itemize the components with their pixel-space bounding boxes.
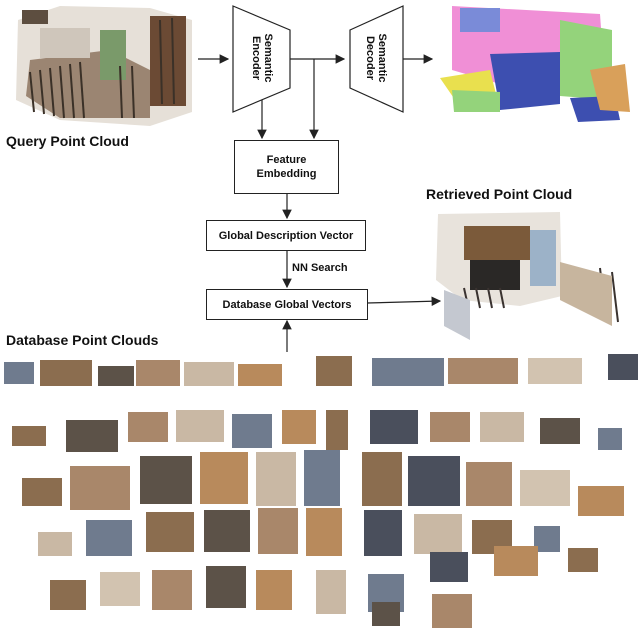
retrieved-point-cloud-image [436, 212, 619, 340]
arrow-database-to-retrieved [366, 296, 442, 307]
database-global-vectors-box: Database Global Vectors [206, 289, 368, 320]
semantic-encoder-label: Semantic Encoder [250, 33, 274, 83]
database-point-clouds-grid [12, 410, 624, 628]
segmented-point-cloud-image [440, 6, 630, 122]
semantic-decoder-label: Semantic Decoder [364, 33, 388, 83]
query-point-cloud-image [16, 6, 192, 126]
nn-search-label: NN Search [292, 262, 348, 274]
retrieved-point-cloud-caption: Retrieved Point Cloud [426, 186, 573, 202]
global-description-vector-box: Global Description Vector [206, 220, 366, 251]
database-point-clouds-strip [4, 354, 638, 386]
semantic-encoder-shape [232, 5, 291, 113]
database-point-clouds-caption: Database Point Clouds [6, 332, 159, 348]
feature-embedding-box: Feature Embedding [234, 140, 339, 194]
semantic-decoder-shape [349, 5, 404, 113]
query-point-cloud-caption: Query Point Cloud [6, 133, 129, 149]
